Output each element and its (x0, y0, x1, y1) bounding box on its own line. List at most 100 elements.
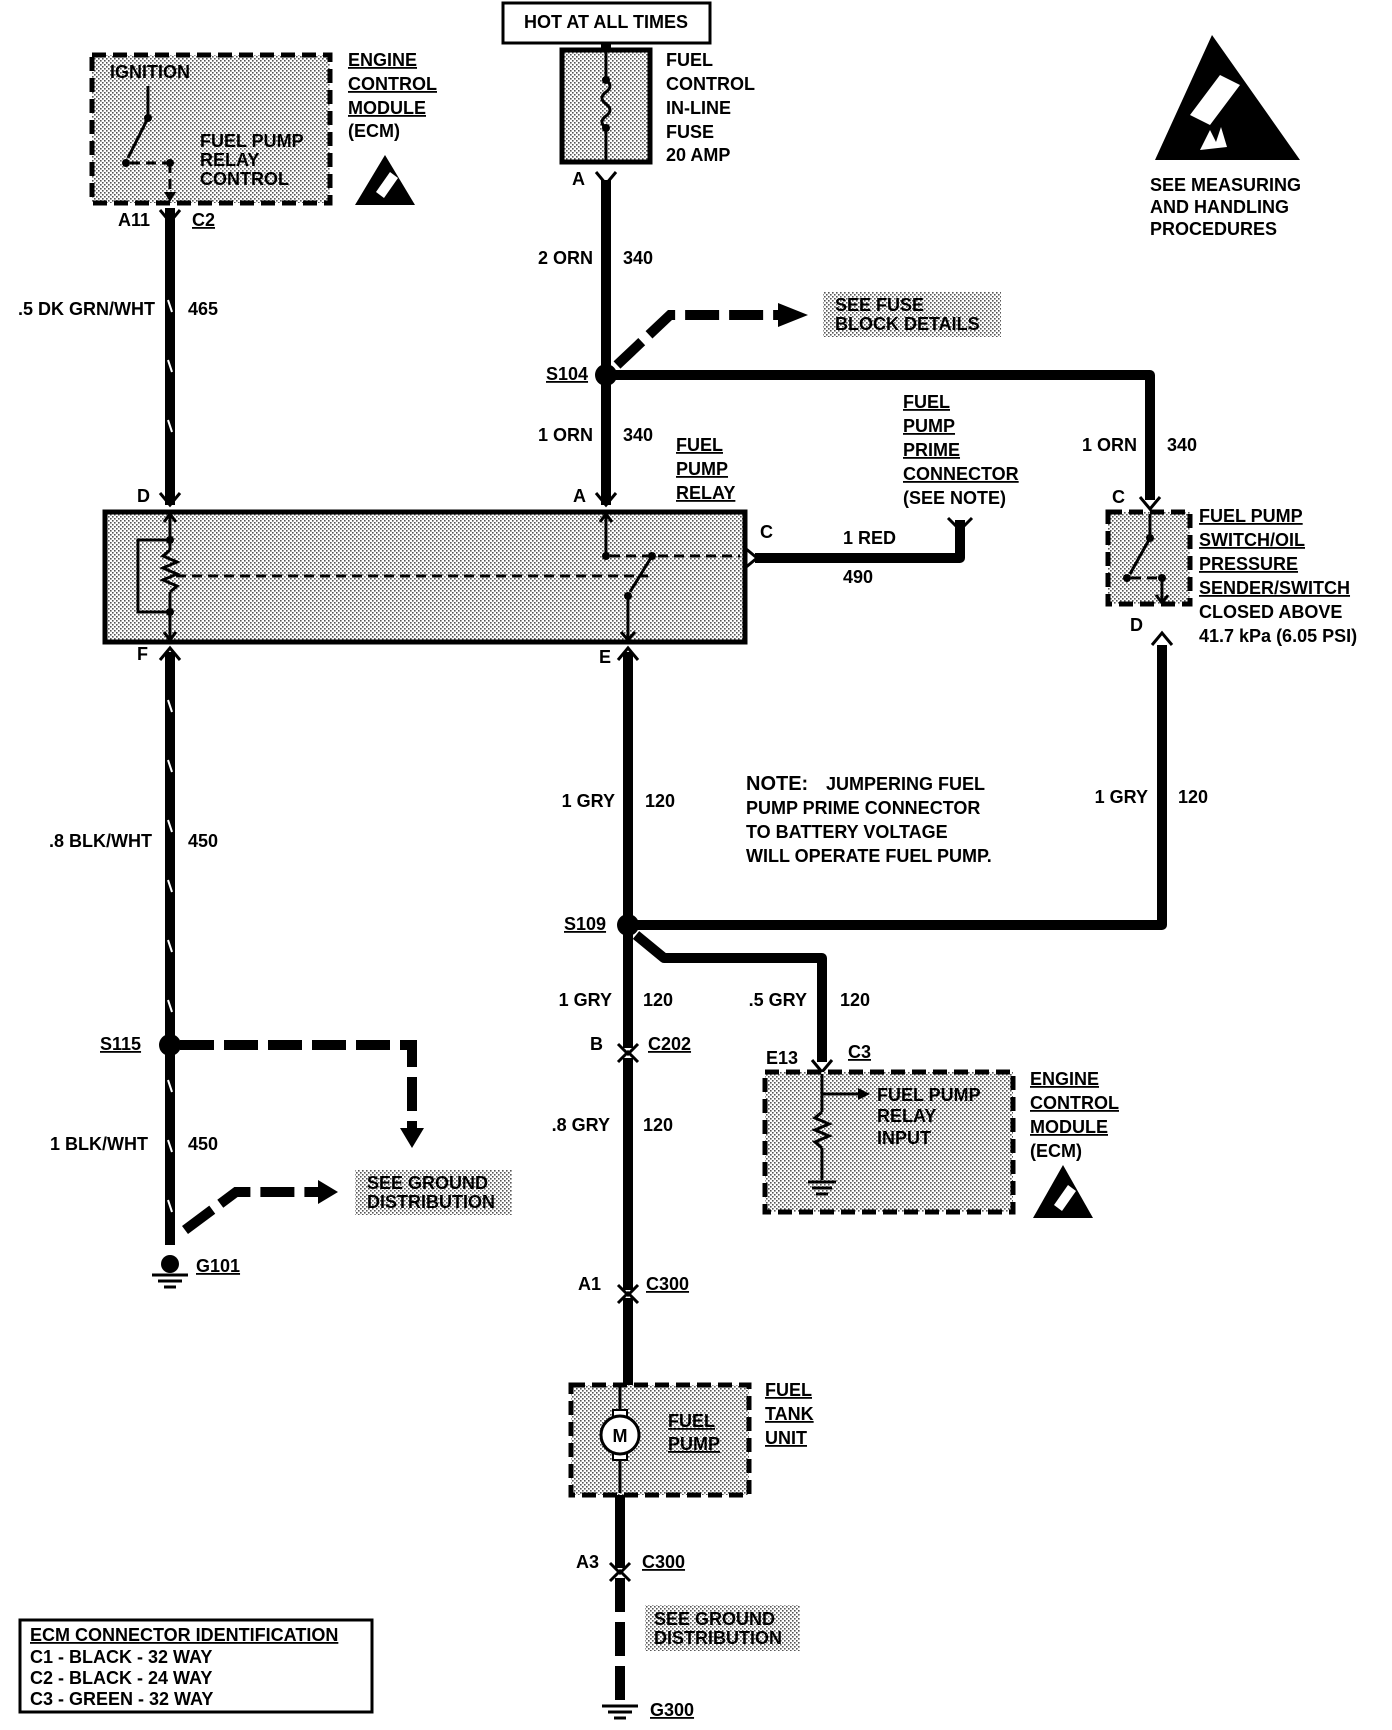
svg-text:FUEL PUMP: FUEL PUMP (1199, 506, 1303, 526)
svg-text:450: 450 (188, 831, 218, 851)
svg-text:(ECM): (ECM) (348, 121, 400, 141)
wire-465-gauge: .5 DK GRN/WHT (18, 299, 155, 319)
svg-text:PUMP PRIME CONNECTOR: PUMP PRIME CONNECTOR (746, 798, 980, 818)
svg-text:1 GRY: 1 GRY (562, 791, 615, 811)
wire-120-s109-to-c202: 1 GRY 120 (559, 925, 673, 1048)
svg-text:CONNECTOR: CONNECTOR (903, 464, 1019, 484)
esd-icon-ecm-top (355, 155, 415, 205)
svg-text:CONTROL: CONTROL (200, 169, 289, 189)
svg-text:SENDER/SWITCH: SENDER/SWITCH (1199, 578, 1350, 598)
svg-text:C300: C300 (642, 1552, 685, 1572)
svg-text:.8 BLK/WHT: .8 BLK/WHT (49, 831, 152, 851)
wire-120-from-switch: 1 GRY 120 (630, 630, 1208, 930)
svg-text:G300: G300 (650, 1700, 694, 1720)
svg-text:FUEL: FUEL (903, 392, 950, 412)
hot-at-all-times-box: HOT AT ALL TIMES (501, 1, 712, 45)
svg-text:340: 340 (1167, 435, 1197, 455)
wire-465: .5 DK GRN/WHT 465 (18, 208, 218, 508)
svg-text:WILL OPERATE FUEL PUMP.: WILL OPERATE FUEL PUMP. (746, 846, 992, 866)
fuel-pump-relay: FUEL PUMP RELAY (102, 435, 748, 645)
svg-text:BLOCK DETAILS: BLOCK DETAILS (835, 314, 980, 334)
svg-text:PRIME: PRIME (903, 440, 960, 460)
svg-text:ENGINE: ENGINE (348, 50, 417, 70)
wire-120-relay-to-s109: 1 GRY 120 (562, 645, 675, 925)
wire-120-c202-to-c300: .8 GRY 120 (552, 1058, 673, 1290)
svg-text:C1 - BLACK - 32 WAY: C1 - BLACK - 32 WAY (30, 1647, 212, 1667)
fuse-pin-a: A (572, 169, 585, 189)
svg-text:JUMPERING FUEL: JUMPERING FUEL (826, 774, 985, 794)
ecm-top-connector: C2 (192, 210, 215, 230)
svg-text:S104: S104 (546, 364, 588, 384)
connector-c300-a1: A1 C300 (578, 1274, 689, 1305)
svg-text:ECM CONNECTOR IDENTIFICATION: ECM CONNECTOR IDENTIFICATION (30, 1625, 338, 1645)
svg-text:120: 120 (645, 791, 675, 811)
motor-symbol: M (613, 1426, 628, 1446)
svg-text:G101: G101 (196, 1256, 240, 1276)
svg-text:S109: S109 (564, 914, 606, 934)
ecm-connector-id-table: ECM CONNECTOR IDENTIFICATION C1 - BLACK … (18, 1618, 374, 1714)
svg-text:FUSE: FUSE (666, 122, 714, 142)
ecm-top-module: IGNITION FUEL PUMP RELAY CONTROL ENGINE … (89, 50, 437, 206)
svg-text:C300: C300 (646, 1274, 689, 1294)
svg-text:SEE GROUND: SEE GROUND (654, 1609, 775, 1629)
prime-connector-label: FUEL PUMP PRIME CONNECTOR (SEE NOTE) (903, 392, 1019, 508)
svg-text:RELAY: RELAY (676, 483, 735, 503)
svg-text:PROCEDURES: PROCEDURES (1150, 219, 1277, 239)
relay-title: FUEL (676, 435, 723, 455)
connector-c202: B C202 (590, 1034, 691, 1064)
svg-text:IN-LINE: IN-LINE (666, 98, 731, 118)
svg-text:MODULE: MODULE (348, 98, 426, 118)
svg-text:TO BATTERY VOLTAGE: TO BATTERY VOLTAGE (746, 822, 948, 842)
svg-text:SEE MEASURING: SEE MEASURING (1150, 175, 1301, 195)
svg-text:DISTRIBUTION: DISTRIBUTION (654, 1628, 782, 1648)
svg-text:C: C (1112, 487, 1125, 507)
svg-text:(SEE NOTE): (SEE NOTE) (903, 488, 1006, 508)
wire-340-to-switch (606, 370, 1155, 500)
svg-text:ENGINE: ENGINE (1030, 1069, 1099, 1089)
svg-text:340: 340 (623, 248, 653, 268)
svg-text:D: D (1130, 615, 1143, 635)
svg-text:.5 GRY: .5 GRY (749, 990, 807, 1010)
svg-text:INPUT: INPUT (877, 1128, 931, 1148)
svg-text:1 ORN: 1 ORN (1082, 435, 1137, 455)
svg-text:FUEL PUMP: FUEL PUMP (877, 1085, 981, 1105)
esd-warning-icon (1155, 35, 1300, 160)
svg-text:CONTROL: CONTROL (666, 74, 755, 94)
svg-text:UNIT: UNIT (765, 1428, 807, 1448)
svg-text:A3: A3 (576, 1552, 599, 1572)
see-fuse-branch: SEE FUSE BLOCK DETAILS (613, 292, 1001, 369)
svg-text:E13: E13 (766, 1048, 798, 1068)
svg-text:CONTROL: CONTROL (348, 74, 437, 94)
svg-text:1 GRY: 1 GRY (559, 990, 612, 1010)
svg-text:.8 GRY: .8 GRY (552, 1115, 610, 1135)
svg-text:20 AMP: 20 AMP (666, 145, 730, 165)
svg-text:(ECM): (ECM) (1030, 1141, 1082, 1161)
svg-text:FUEL PUMP: FUEL PUMP (200, 131, 304, 151)
wire-120-to-ecm: .5 GRY 120 (632, 931, 870, 1075)
svg-text:PUMP: PUMP (668, 1434, 720, 1454)
svg-text:120: 120 (643, 1115, 673, 1135)
wire-340-upper: 2 ORN 340 (538, 171, 653, 380)
svg-text:C202: C202 (648, 1034, 691, 1054)
svg-text:SEE GROUND: SEE GROUND (367, 1173, 488, 1193)
svg-text:MODULE: MODULE (1030, 1117, 1108, 1137)
wire-340-lower: 1 ORN 340 (538, 375, 653, 508)
svg-text:41.7 kPa (6.05 PSI): 41.7 kPa (6.05 PSI) (1199, 626, 1357, 646)
ground-left: SEE GROUND DISTRIBUTION G101 (152, 1170, 512, 1289)
svg-text:CONTROL: CONTROL (1030, 1093, 1119, 1113)
svg-text:RELAY: RELAY (200, 150, 259, 170)
svg-text:PUMP: PUMP (903, 416, 955, 436)
ecm-top-pin: A11 (118, 210, 150, 230)
fuel-tank-unit: M FUEL PUMP FUEL TANK UNIT (568, 1380, 814, 1498)
svg-text:PUMP: PUMP (676, 459, 728, 479)
svg-text:A: A (573, 486, 586, 506)
svg-text:1 BLK/WHT: 1 BLK/WHT (50, 1134, 148, 1154)
svg-text:2 ORN: 2 ORN (538, 248, 593, 268)
svg-text:FUEL: FUEL (668, 1411, 715, 1431)
svg-text:D: D (137, 486, 150, 506)
svg-text:C2 - BLACK - 24 WAY: C2 - BLACK - 24 WAY (30, 1668, 212, 1688)
svg-text:PRESSURE: PRESSURE (1199, 554, 1298, 574)
wire-465-circuit: 465 (188, 299, 218, 319)
svg-text:C3: C3 (848, 1042, 871, 1062)
